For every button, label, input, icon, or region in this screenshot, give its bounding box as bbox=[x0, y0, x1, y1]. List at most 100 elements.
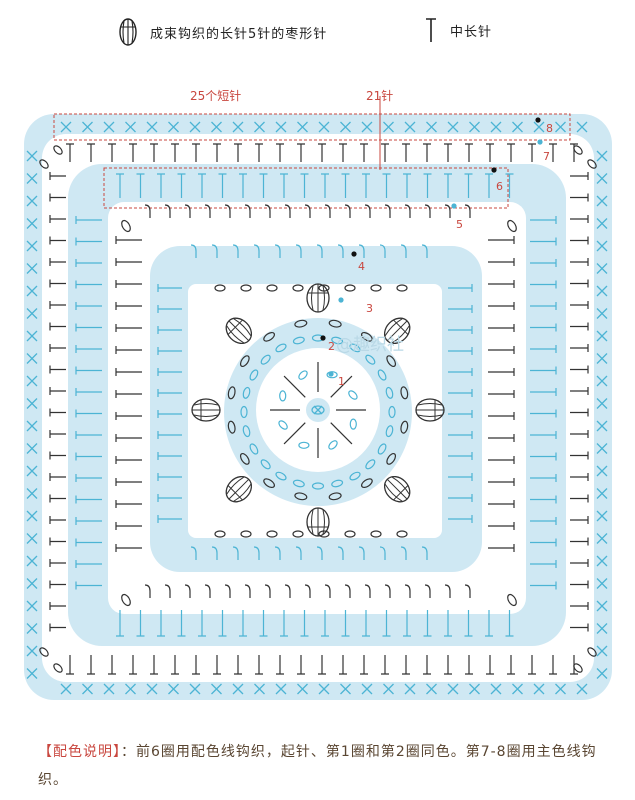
front-post-mark bbox=[358, 244, 365, 258]
chain-mark bbox=[386, 452, 397, 465]
chain-mark bbox=[266, 530, 278, 538]
hdc-mark bbox=[530, 388, 557, 396]
single-crochet-mark bbox=[26, 375, 38, 387]
chain-mark bbox=[348, 390, 358, 400]
chain-mark bbox=[294, 492, 308, 501]
front-post-mark bbox=[358, 546, 365, 560]
single-crochet-mark bbox=[596, 645, 608, 657]
hdc-mark bbox=[276, 655, 284, 675]
hdc-mark bbox=[486, 655, 494, 675]
watermark: @趣织社 bbox=[336, 335, 404, 355]
hdc-mark bbox=[448, 368, 473, 376]
chain-mark bbox=[275, 343, 287, 353]
round-1-stitch bbox=[330, 375, 353, 398]
front-post-mark bbox=[274, 546, 281, 560]
hdc-mark bbox=[157, 305, 182, 313]
front-post-mark bbox=[464, 584, 471, 598]
hdc-mark bbox=[234, 143, 242, 162]
bobble-part bbox=[225, 317, 253, 345]
single-crochet-mark bbox=[232, 683, 244, 695]
hdc-mark bbox=[464, 610, 473, 637]
hdc-mark bbox=[570, 559, 589, 567]
hdc-mark bbox=[218, 610, 227, 637]
hdc-mark bbox=[115, 478, 142, 486]
hdc-mark bbox=[570, 193, 589, 202]
chain-mark bbox=[400, 386, 409, 400]
single-crochet-mark bbox=[596, 443, 608, 454]
chain-mark bbox=[587, 159, 597, 169]
front-post-mark bbox=[344, 584, 351, 598]
chain-mark bbox=[240, 405, 248, 419]
hdc-mark bbox=[115, 368, 142, 376]
hdc-mark bbox=[150, 655, 158, 675]
chain-mark bbox=[298, 441, 310, 449]
hdc-mark bbox=[49, 494, 66, 503]
single-crochet-mark bbox=[60, 121, 72, 133]
hdc-mark bbox=[570, 516, 589, 524]
hdc-mark bbox=[255, 143, 263, 162]
front-post-mark bbox=[204, 584, 211, 598]
chain-mark bbox=[349, 418, 357, 430]
chain-mark bbox=[266, 284, 278, 292]
hdc-mark bbox=[75, 345, 102, 353]
hdc-mark bbox=[75, 237, 102, 246]
single-crochet-mark bbox=[275, 121, 287, 133]
hdc-mark bbox=[297, 655, 305, 675]
hdc-mark bbox=[444, 610, 452, 637]
chain-mark bbox=[349, 343, 361, 353]
legend: 成束钩织的长针5针的枣形针 中长针 bbox=[0, 8, 635, 52]
hdc-mark bbox=[488, 390, 515, 398]
front-post-mark bbox=[337, 546, 344, 560]
front-post-mark bbox=[304, 584, 311, 598]
hdc-mark bbox=[49, 408, 66, 417]
hdc-mark bbox=[259, 610, 268, 637]
front-post-mark bbox=[284, 584, 291, 598]
hdc-mark bbox=[157, 515, 182, 523]
hdc-mark bbox=[157, 610, 165, 637]
single-crochet-mark bbox=[318, 121, 330, 133]
front-post-mark bbox=[184, 204, 191, 218]
front-post-mark bbox=[324, 204, 331, 218]
single-crochet-mark bbox=[26, 150, 38, 162]
bobble-stitch-mark bbox=[383, 317, 411, 345]
hdc-mark bbox=[115, 280, 142, 288]
front-post-mark bbox=[444, 204, 451, 218]
single-crochet-mark bbox=[254, 683, 265, 695]
round-start-dot bbox=[328, 371, 334, 377]
chain-mark bbox=[121, 219, 131, 233]
single-crochet-mark bbox=[125, 121, 136, 133]
front-post-mark bbox=[264, 584, 271, 598]
front-post-mark bbox=[224, 204, 231, 218]
single-crochet-mark bbox=[533, 121, 545, 133]
hdc-mark bbox=[75, 495, 102, 504]
hdc-mark bbox=[49, 301, 66, 309]
front-post-mark bbox=[400, 244, 407, 258]
round-number-5: 5 bbox=[456, 218, 463, 231]
single-crochet-mark bbox=[297, 121, 308, 133]
hdc-mark bbox=[570, 172, 589, 180]
round-start-dot bbox=[338, 297, 344, 303]
chain-mark bbox=[298, 370, 308, 380]
color-note-title: 【配色说明】 bbox=[38, 744, 121, 760]
round-backgrounds bbox=[24, 114, 612, 700]
hdc-mark bbox=[448, 452, 473, 460]
single-crochet-mark bbox=[447, 121, 459, 133]
single-crochet-mark bbox=[596, 150, 608, 162]
hdc-mark bbox=[129, 143, 137, 162]
hdc-mark bbox=[360, 655, 368, 675]
chain-mark bbox=[249, 369, 259, 381]
hdc-mark bbox=[198, 173, 206, 198]
chain-mark bbox=[396, 284, 408, 292]
hdc-mark bbox=[49, 172, 66, 180]
chain-mark bbox=[396, 530, 408, 538]
hdc-mark bbox=[530, 366, 557, 375]
front-post-mark bbox=[164, 584, 171, 598]
hdc-mark bbox=[488, 500, 515, 508]
front-post-mark bbox=[424, 584, 431, 598]
single-crochet-mark bbox=[383, 683, 394, 695]
single-crochet-mark bbox=[26, 443, 38, 454]
single-crochet-mark bbox=[26, 173, 38, 184]
single-crochet-mark bbox=[555, 683, 566, 695]
chain-mark bbox=[328, 440, 338, 450]
front-post-mark bbox=[464, 204, 471, 218]
